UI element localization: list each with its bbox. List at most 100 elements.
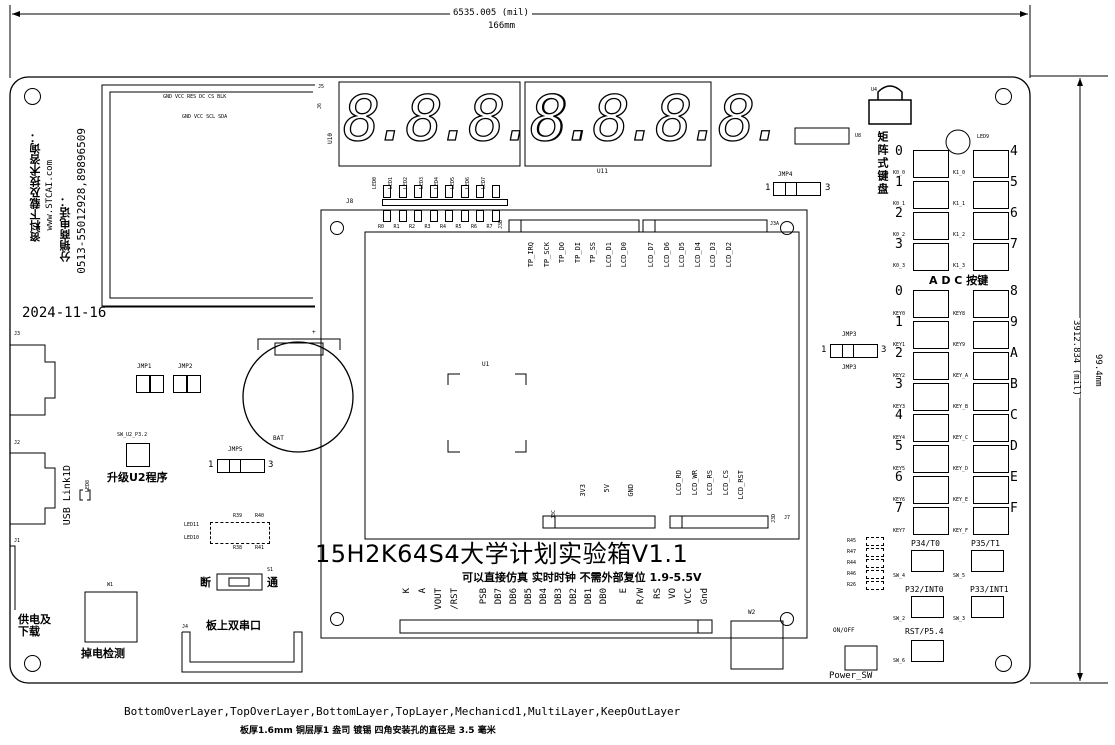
pin-label: TP_DI — [573, 242, 582, 264]
adc-key[interactable] — [973, 414, 1009, 442]
lcd-pin-label: K — [402, 588, 412, 594]
rst-label: RST/P5.4 — [905, 627, 944, 636]
p33-label: P33/INT1 — [970, 585, 1009, 594]
adc-key-label: KEY9 — [953, 342, 966, 348]
sw5-label: SW_5 — [953, 573, 966, 579]
matrix-key[interactable] — [973, 212, 1009, 240]
adc-key[interactable] — [973, 507, 1009, 535]
adc-key-number: 7 — [895, 501, 903, 516]
lcd-pin-label: A — [418, 588, 428, 594]
adc-key[interactable] — [973, 445, 1009, 473]
adc-keypad-title: A D C 按键 — [929, 274, 989, 287]
adc-key-number: 2 — [895, 346, 903, 361]
width-mil-label: 6535.005 (mil) — [450, 9, 532, 18]
adc-key[interactable] — [973, 383, 1009, 411]
mount-hole-j8-br — [780, 612, 794, 626]
adc-key[interactable] — [913, 321, 949, 349]
matrix-key[interactable] — [913, 212, 949, 240]
j3-connector-label: J3 — [14, 331, 21, 337]
adc-key-number: F — [1010, 501, 1018, 516]
p35-t1-button[interactable] — [971, 550, 1004, 572]
pin-label: LCD_D1 — [604, 242, 613, 268]
matrix-key-number: 2 — [895, 206, 903, 221]
pin-label: LCD_WR — [690, 470, 699, 496]
jmp4-header[interactable] — [773, 182, 821, 196]
adc-key-number: 3 — [895, 377, 903, 392]
led-label: LED1 — [387, 177, 394, 190]
matrix-key-number: 7 — [1010, 237, 1018, 252]
s1-label: S1 — [267, 567, 274, 573]
matrix-key[interactable] — [913, 150, 949, 178]
p32-label: P32/INT0 — [905, 585, 944, 594]
matrix-key-label: K1_2 — [953, 232, 966, 238]
p32-int0-button[interactable] — [911, 596, 944, 618]
power-toggle-switch[interactable] — [217, 574, 262, 590]
adc-key[interactable] — [913, 383, 949, 411]
lcd-pin-label: DB0 — [599, 588, 609, 605]
adc-key[interactable] — [973, 290, 1009, 318]
adc-key[interactable] — [913, 476, 949, 504]
resistor-body — [491, 210, 500, 222]
bat-label: BAT — [273, 435, 284, 442]
pin-label: TP_SCK — [542, 242, 551, 268]
date-label: 2024-11-16 — [22, 305, 107, 321]
adc-key-label: KEY_F — [953, 528, 969, 534]
adc-key-label: KEY1 — [893, 342, 906, 348]
matrix-key[interactable] — [973, 150, 1009, 178]
matrix-key[interactable] — [973, 181, 1009, 209]
matrix-key-label: K1_3 — [953, 263, 966, 269]
jmp5-pin — [229, 459, 241, 473]
height-mm-label: 99.4mm — [1093, 354, 1103, 387]
adc-key[interactable] — [913, 352, 949, 380]
power-switch[interactable] — [845, 646, 877, 670]
matrix-key[interactable] — [973, 243, 1009, 271]
adc-key[interactable] — [973, 321, 1009, 349]
matrix-key[interactable] — [913, 181, 949, 209]
led-label: LED3 — [418, 177, 425, 190]
adc-key[interactable] — [913, 290, 949, 318]
adc-key[interactable] — [973, 476, 1009, 504]
sw6-label: SW_6 — [893, 658, 906, 664]
adc-key-number: 9 — [1010, 315, 1018, 330]
adc-key-label: KEY4 — [893, 435, 906, 441]
adc-key-number: 8 — [1010, 284, 1018, 299]
lcd-pin-label: DB6 — [509, 588, 519, 605]
jmp3-header[interactable] — [830, 344, 878, 358]
matrix-key-label: K0_2 — [893, 232, 906, 238]
adc-key-number: B — [1010, 377, 1018, 392]
adc-key[interactable] — [973, 352, 1009, 380]
adc-key[interactable] — [913, 445, 949, 473]
matrix-key-number: 4 — [1010, 144, 1018, 159]
seg-display-right: 8.8.8.8. — [529, 82, 787, 155]
p34-t0-button[interactable] — [911, 550, 944, 572]
r40-label: R40 — [255, 513, 265, 519]
resistor-body — [866, 581, 884, 590]
adc-key[interactable] — [913, 414, 949, 442]
mount-hole-br — [995, 655, 1012, 672]
j3d-label: J3D — [771, 514, 777, 524]
pin-label: LCD_D4 — [693, 242, 702, 268]
adc-key[interactable] — [913, 507, 949, 535]
j4-label: J4 — [182, 624, 189, 630]
matrix-key[interactable] — [913, 243, 949, 271]
rst-p54-button[interactable] — [911, 640, 944, 662]
pin-label: LCD_D6 — [662, 242, 671, 268]
sw-u2-button[interactable] — [126, 443, 150, 467]
led-label: LED7 — [480, 177, 487, 190]
jmp3-label-bottom: JMP3 — [842, 364, 857, 371]
pin-label: TP_SS — [589, 242, 597, 264]
board-title: 15H2K64S4大学计划实验箱V1.1 — [315, 540, 689, 568]
board-uart-label: 板上双串口 — [206, 619, 261, 632]
led-label: LED0 — [372, 177, 378, 190]
pin-label: 5V — [603, 484, 611, 493]
switch-on-label: 通 — [267, 576, 278, 589]
j3b-label: J3B — [498, 220, 504, 230]
r39-label: R39 — [233, 513, 243, 519]
led-body — [445, 185, 453, 198]
jmp5-header[interactable] — [217, 459, 265, 473]
p33-int1-button[interactable] — [971, 596, 1004, 618]
tft-pins-top: GND VCC RES DC CS BLK — [163, 94, 227, 100]
jmp3-label-top: JMP3 — [842, 331, 857, 338]
matrix-key-number: 3 — [895, 237, 903, 252]
resistor-label: R4 — [440, 224, 447, 230]
